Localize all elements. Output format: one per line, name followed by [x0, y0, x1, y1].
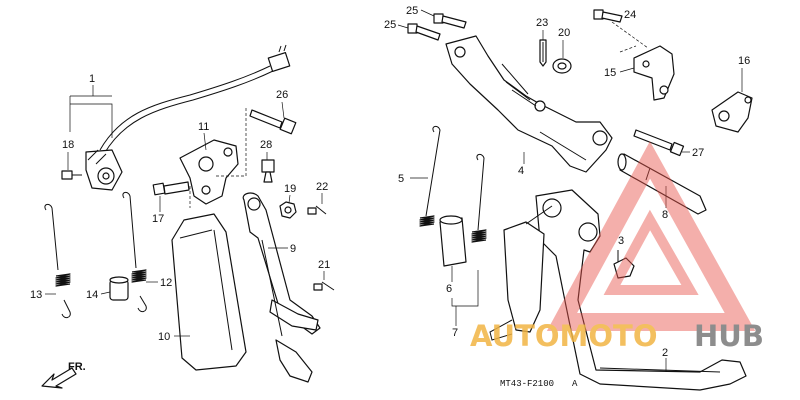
screw-21 [313, 281, 335, 291]
cotter-pin-23 [539, 39, 547, 67]
callout-8: 8 [662, 209, 668, 221]
side-stand-9 [242, 192, 321, 383]
collar-6 [439, 215, 467, 267]
bolt-28 [261, 159, 275, 183]
callout-18: 18 [62, 139, 74, 151]
spring-7 [471, 153, 487, 243]
watermark-triangle-logo [546, 141, 756, 331]
sidestand-switch-cable [99, 44, 291, 155]
screw-22 [307, 205, 327, 215]
callout-10: 10 [158, 331, 170, 343]
callout-9: 9 [290, 243, 296, 255]
callout-17: 17 [152, 213, 164, 225]
spring-13 [44, 203, 71, 319]
callout-14: 14 [86, 289, 98, 301]
main-stand-bracket-4 [445, 35, 613, 173]
callout-15: 15 [604, 67, 616, 79]
bolt-25-lower [407, 23, 441, 41]
callout-28: 28 [260, 139, 272, 151]
callout-27: 27 [692, 147, 704, 159]
callout-26: 26 [276, 89, 288, 101]
callout-13: 13 [30, 289, 42, 301]
callout-25-upper: 25 [406, 5, 418, 17]
fitting-3 [613, 250, 635, 279]
bolt-25-upper [433, 13, 467, 29]
bolt-17 [152, 181, 190, 196]
watermark-text-auto: AUTOMOTO [470, 319, 657, 353]
sidestand-bracket-11 [179, 139, 239, 205]
bolt-24 [593, 9, 623, 23]
washer-20 [552, 58, 572, 74]
callout-4: 4 [518, 165, 524, 177]
callout-21: 21 [318, 259, 330, 271]
automotohub-watermark: AUTOMOTO HUB [470, 141, 764, 353]
bolt-18 [61, 170, 82, 180]
stay-15 [633, 45, 675, 101]
callout-16: 16 [738, 55, 750, 67]
front-direction-arrow [41, 367, 77, 389]
callout-6: 6 [446, 283, 452, 295]
spring-12 [122, 191, 147, 313]
callout-19: 19 [284, 183, 296, 195]
callout-3: 3 [618, 235, 624, 247]
callout-20: 20 [558, 27, 570, 39]
callout-12: 12 [160, 277, 172, 289]
callout-5: 5 [398, 173, 404, 185]
watermark-text-hub: HUB [694, 319, 764, 353]
spring-5 [419, 125, 441, 227]
main-stand-2 [489, 189, 747, 391]
view-letter: A [572, 379, 578, 389]
direction-label: FR. [68, 361, 86, 373]
bolt-27 [633, 129, 685, 157]
callout-23: 23 [536, 17, 548, 29]
callout-1: 1 [89, 73, 95, 85]
pivot-shaft-8 [617, 153, 707, 215]
callout-24: 24 [624, 9, 636, 21]
callout-11: 11 [198, 121, 209, 133]
callout-7: 7 [452, 327, 458, 339]
sidestand-switch [85, 149, 123, 191]
sidestand-cover-10 [171, 213, 247, 371]
plate-16 [711, 91, 753, 133]
bolt-26 [249, 109, 297, 135]
callout-25-lower: 25 [384, 19, 396, 31]
nut-19 [279, 201, 297, 219]
collar-14 [109, 276, 129, 301]
callout-2: 2 [662, 347, 668, 359]
callout-22: 22 [316, 181, 328, 193]
diagram-code: MT43-F2100 [500, 379, 554, 389]
